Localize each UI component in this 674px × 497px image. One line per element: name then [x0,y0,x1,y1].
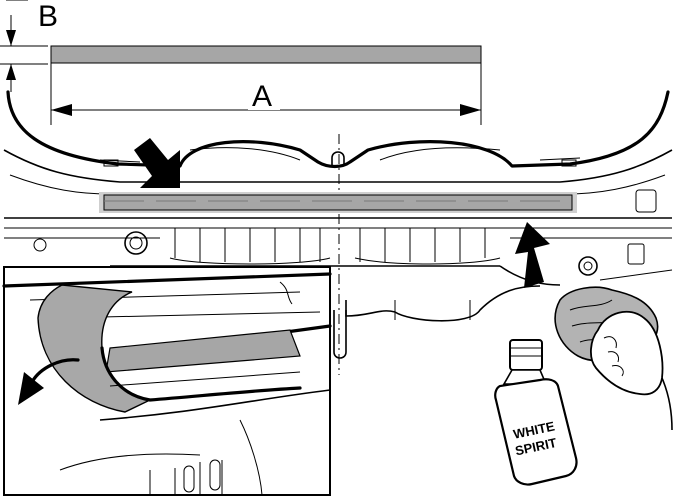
hand [590,310,664,396]
peel-arrow-head [18,372,44,405]
panel-ribs [169,228,501,265]
dimension-a: A [50,63,482,125]
dimension-b-label: B [38,0,58,33]
white-spirit-bottle: WHITE SPIRIT [494,339,578,486]
dimension-b-arrow-up [6,64,16,80]
bottle-cap [509,339,543,371]
strip-reference [50,45,482,64]
installed-strip [99,192,577,213]
detail-inset [2,266,332,496]
dimension-a-arrow-left [51,104,72,116]
dimension-a-label: A [252,80,272,113]
peel-arrow [30,358,80,384]
dimension-a-arrow-right [460,104,481,116]
strip-in-inset [105,329,301,373]
bottle-body [494,378,578,486]
cleaning-hand [554,286,673,431]
mounting-hole [124,231,148,255]
mounting-hole [578,256,598,276]
clean-direction-arrow [515,222,550,288]
dimension-b: B [0,0,58,92]
apply-arrow [134,138,180,188]
dimension-b-arrow-down [6,30,16,46]
